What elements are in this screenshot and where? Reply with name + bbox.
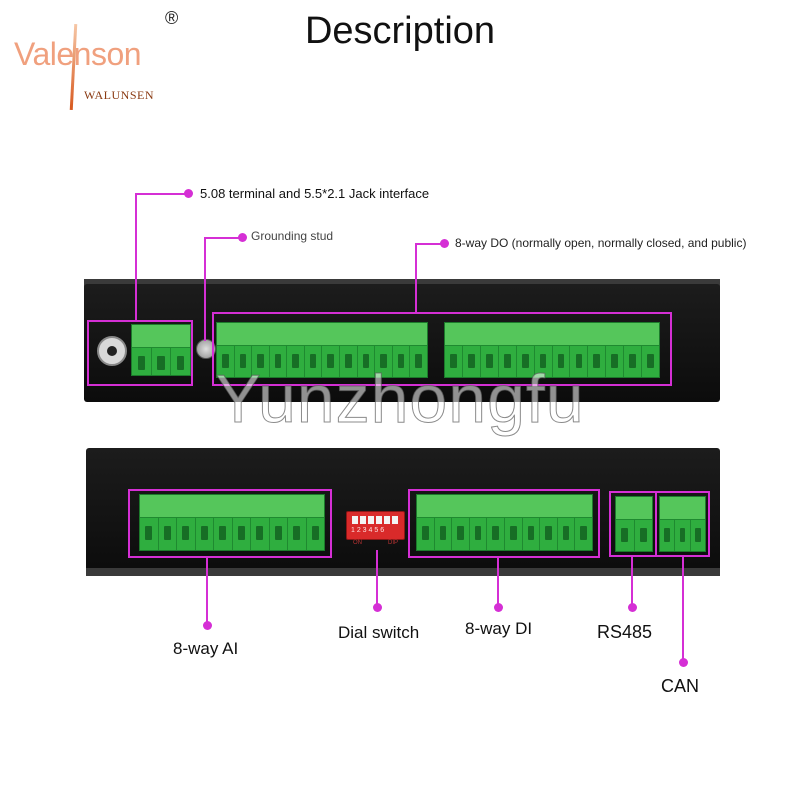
ai-label: 8-way AI: [173, 639, 239, 658]
ai-callout-line: [206, 558, 208, 626]
di-callout-line: [497, 558, 499, 608]
can-callout-dot: [679, 658, 688, 667]
dc-jack: [97, 336, 127, 366]
di-callout-dot: [494, 603, 503, 612]
do-callout-vertical: [415, 243, 417, 313]
dial-switch-label: Dial switch: [338, 623, 420, 642]
power-terminal-block: [131, 324, 191, 376]
rs485-callout-line: [631, 557, 633, 608]
dial-callout-dot: [373, 603, 382, 612]
grounding-stud: [196, 339, 216, 359]
page-title: Description: [304, 10, 496, 52]
bottom-device-lip: [86, 568, 720, 576]
rs485-label: RS485: [597, 622, 653, 642]
can-callout-line: [682, 557, 684, 663]
ground-callout-horizontal: [204, 237, 240, 239]
di-outline: [408, 489, 600, 558]
power-callout-horizontal: [135, 193, 189, 195]
do-callout-horizontal: [415, 243, 443, 245]
ai-callout-dot: [203, 621, 212, 630]
do-label: 8-way DO (normally open, normally closed…: [455, 236, 747, 250]
registered-mark: ®: [165, 8, 179, 28]
do-terminal-block-1: [216, 322, 428, 378]
power-interface-label: 5.08 terminal and 5.5*2.1 Jack interface: [200, 186, 430, 201]
can-terminal-block: [659, 496, 706, 552]
power-interface-outline: [87, 320, 193, 386]
rs485-callout-dot: [628, 603, 637, 612]
power-callout-vertical: [135, 193, 137, 321]
top-device-lip: [84, 279, 720, 287]
power-callout-dot: [184, 189, 193, 198]
ai-terminal-block: [139, 494, 325, 551]
do-callout-dot: [440, 239, 449, 248]
di-terminal-block: [416, 494, 593, 551]
ai-outline: [128, 489, 332, 558]
di-label: 8-way DI: [465, 619, 533, 638]
brand-name: Valenson: [14, 36, 142, 72]
do-terminal-block-2: [444, 322, 660, 378]
can-outline: [655, 491, 710, 557]
dip-switch[interactable]: 1 2 3 4 5 6: [346, 511, 405, 540]
grounding-stud-label: Grounding stud: [251, 229, 334, 243]
brand-subtitle: WALUNSEN: [84, 88, 154, 102]
rs485-terminal-block: [615, 496, 653, 552]
ground-callout-dot: [238, 233, 247, 242]
ground-callout-vertical: [204, 237, 206, 341]
do-outline: [212, 312, 672, 386]
dial-callout-line: [376, 550, 378, 608]
dip-numbers: 1 2 3 4 5 6: [351, 527, 385, 534]
dip-on-text: ON: [353, 540, 362, 546]
dip-word-text: DIP: [388, 540, 399, 546]
can-label: CAN: [661, 676, 700, 696]
